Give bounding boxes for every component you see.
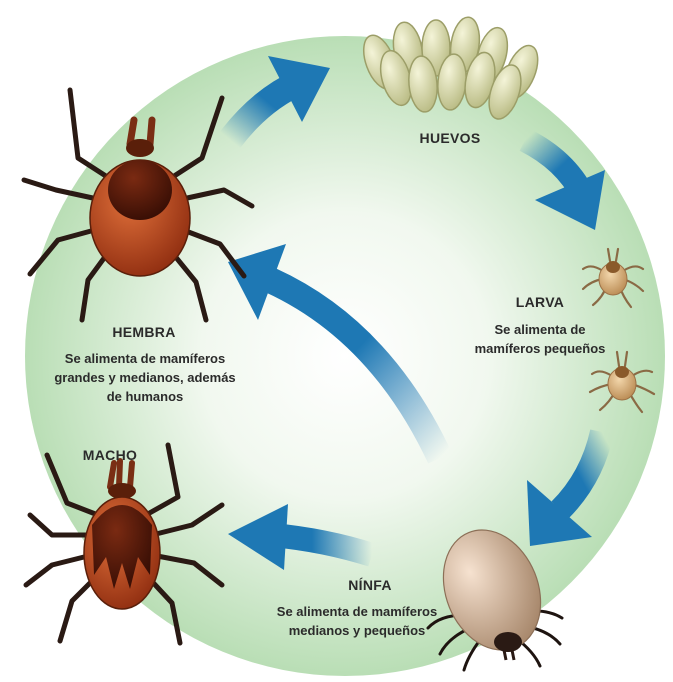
larva-title: LARVA <box>490 294 590 310</box>
ninfa-description: Se alimenta de mamíferos medianos y pequ… <box>262 602 452 640</box>
hembra-title: HEMBRA <box>74 324 214 340</box>
larva-description: Se alimenta de mamíferos pequeños <box>462 320 618 358</box>
hembra-description: Se alimenta de mamíferos grandes y media… <box>50 349 240 406</box>
macho-title: MACHO <box>60 447 160 463</box>
huevos-title: HUEVOS <box>400 130 500 146</box>
ninfa-title: NÍNFA <box>320 577 420 593</box>
